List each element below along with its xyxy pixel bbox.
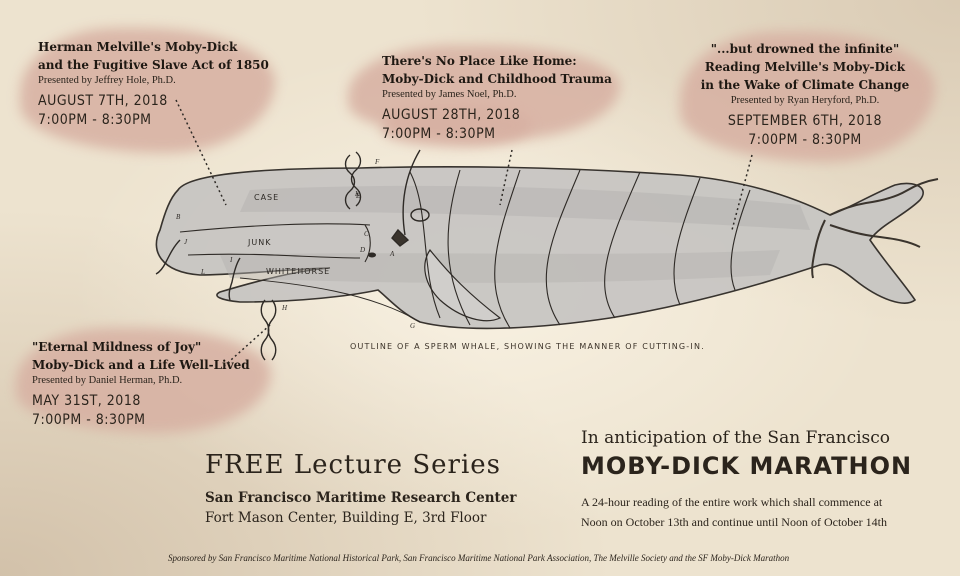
whale-label-e: E: [355, 192, 361, 200]
lecture-date: AUGUST 7TH, 2018: [38, 93, 168, 109]
lecture-1: Herman Melville's Moby-Dick and the Fugi…: [38, 38, 269, 130]
highlight-blob: [20, 28, 275, 153]
whale-label-c: C: [364, 230, 369, 238]
marathon-title: MOBY-DICK MARATHON: [581, 452, 913, 480]
highlight-blob: [680, 32, 935, 162]
whale-label-l: L: [200, 268, 205, 276]
lecture-title-line2: Moby-Dick and a Life Well-Lived: [32, 358, 250, 372]
leader-line: [221, 324, 271, 369]
venue-name: San Francisco Maritime Research Center: [205, 490, 517, 506]
lecture-4: "Eternal Mildness of Joy" Moby-Dick and …: [32, 338, 250, 430]
lecture-2: There's No Place Like Home: Moby-Dick an…: [382, 52, 612, 144]
whale-label-f: F: [374, 158, 380, 166]
whale-label-b: B: [176, 213, 181, 221]
highlight-blob: [382, 105, 532, 147]
whale-label-whitehorse: WHITEHORSE: [266, 267, 330, 276]
series-title: FREE Lecture Series: [205, 450, 501, 480]
lecture-date: SEPTEMBER 6TH, 2018: [727, 113, 883, 129]
lecture-date: AUGUST 28TH, 2018: [382, 107, 521, 123]
whale-label-j: J: [184, 238, 188, 246]
lecture-presenter: Presented by Ryan Heryford, Ph.D.: [730, 95, 880, 106]
marathon-intro: In anticipation of the San Francisco: [581, 428, 891, 448]
lecture-title-line2: Moby-Dick and Childhood Trauma: [382, 72, 612, 86]
whale-label-junk: JUNK: [247, 238, 271, 247]
lecture-presenter: Presented by James Noel, Ph.D.: [382, 89, 517, 100]
whale-label-k: K: [354, 190, 360, 198]
lecture-presenter: Presented by Jeffrey Hole, Ph.D.: [38, 75, 176, 86]
lecture-time: 7:00PM - 8:30PM: [382, 126, 496, 142]
lecture-time: 7:00PM - 8:30PM: [748, 132, 862, 148]
marathon-description-line2: Noon on October 13th and continue until …: [581, 515, 887, 529]
lecture-time: 7:00PM - 8:30PM: [38, 112, 152, 128]
venue-address: Fort Mason Center, Building E, 3rd Floor: [205, 510, 487, 526]
whale-label-a: A: [389, 250, 395, 258]
leader-line: [175, 99, 227, 206]
whale-caption: OUTLINE OF A SPERM WHALE, SHOWING THE MA…: [350, 342, 705, 351]
lecture-title-line2: and the Fugitive Slave Act of 1850: [38, 58, 269, 72]
marathon-description-line1: A 24-hour reading of the entire work whi…: [581, 495, 883, 509]
lecture-date: MAY 31ST, 2018: [32, 393, 141, 409]
lecture-presenter: Presented by Daniel Herman, Ph.D.: [32, 375, 183, 386]
lecture-3: "...but drowned the infinite" Reading Me…: [690, 40, 920, 150]
sponsors-line: Sponsored by San Francisco Maritime Nati…: [168, 553, 790, 563]
whale-label-case: CASE: [254, 193, 279, 202]
leader-line: [499, 149, 513, 206]
lecture-title-line2: Reading Melville's Moby-Dick: [704, 60, 906, 74]
whale-label-d: D: [359, 246, 365, 254]
lecture-title-line1: Herman Melville's Moby-Dick: [38, 40, 238, 54]
lecture-title-line1: "Eternal Mildness of Joy": [32, 340, 202, 354]
lecture-title-line3: in the Wake of Climate Change: [700, 78, 910, 92]
highlight-blob: [16, 328, 271, 433]
whale-label-i: I: [229, 256, 233, 264]
lecture-title-line1: There's No Place Like Home:: [382, 54, 577, 68]
whale-label-h: H: [281, 304, 288, 312]
marathon-description: A 24-hour reading of the entire work whi…: [581, 492, 931, 532]
lecture-title-line1: "...but drowned the infinite": [710, 42, 900, 56]
lecture-time: 7:00PM - 8:30PM: [32, 412, 146, 428]
whale-label-g: G: [410, 322, 415, 330]
